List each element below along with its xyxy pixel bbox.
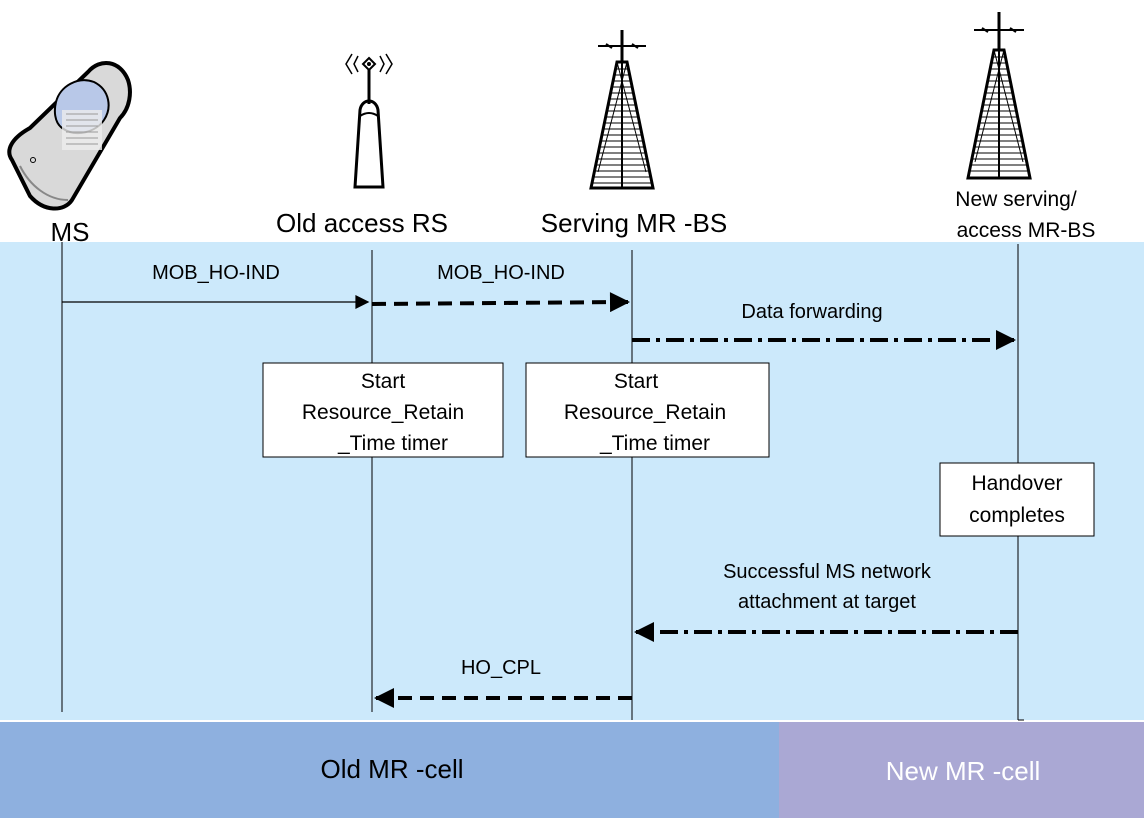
old-cell-label: Old MR -cell	[320, 754, 463, 784]
svg-text:_Time timer: _Time timer	[337, 432, 448, 455]
svg-text:Start: Start	[614, 370, 659, 393]
relay-antenna-icon	[345, 53, 393, 189]
entity-label-new-bs-line2: access MR-BS	[957, 219, 1096, 242]
entity-label-old-rs: Old access RS	[276, 208, 448, 238]
svg-text:_Time timer: _Time timer	[599, 432, 710, 455]
new-cell-band	[779, 722, 1144, 818]
cell-tower-icon	[589, 30, 655, 190]
entity-label-ms: MS	[51, 217, 90, 247]
entity-label-new-bs-line1: New serving/	[955, 188, 1077, 211]
msg-label-data-forwarding: Data forwarding	[741, 301, 882, 323]
svg-text:Resource_Retain: Resource_Retain	[302, 401, 464, 424]
timer-box-old-rs: Start Resource_Retain _Time timer	[262, 362, 504, 458]
svg-text:completes: completes	[969, 504, 1065, 527]
mobile-phone-icon	[7, 61, 132, 211]
handover-complete-box: Handover completes	[939, 462, 1095, 537]
msg-label-ho-cpl: HO_CPL	[461, 657, 541, 679]
timer-box-serving-bs: Start Resource_Retain _Time timer	[525, 362, 770, 458]
msg-label-rs-to-bs: MOB_HO-IND	[437, 262, 565, 284]
old-cell-band	[0, 722, 779, 818]
cell-tower-icon	[966, 12, 1032, 180]
msg-label-ms-to-rs: MOB_HO-IND	[152, 262, 280, 284]
msg-label-attachment-line2: attachment at target	[738, 591, 916, 613]
msg-label-attachment-line1: Successful MS network	[723, 561, 932, 583]
svg-text:Handover: Handover	[971, 472, 1062, 495]
new-cell-label: New MR -cell	[886, 756, 1041, 786]
entity-label-serving-bs: Serving MR -BS	[541, 208, 727, 238]
svg-text:Start: Start	[361, 370, 406, 393]
svg-text:Resource_Retain: Resource_Retain	[564, 401, 726, 424]
